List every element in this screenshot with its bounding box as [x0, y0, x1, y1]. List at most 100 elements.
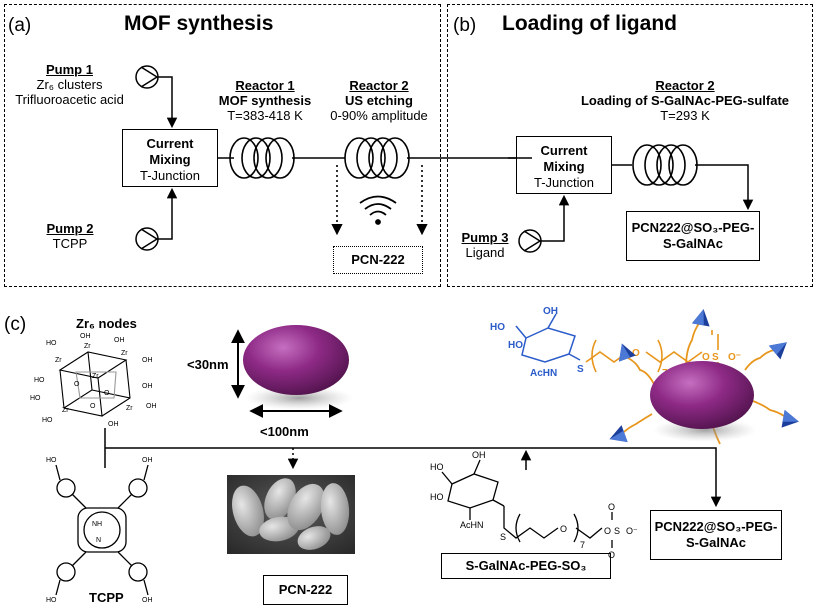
svg-text:OH: OH [146, 403, 157, 410]
mixer-a-line3: T-Junction [140, 168, 200, 183]
product-b-box: PCN222@SO₃-PEG- S-GalNAc [626, 211, 760, 261]
product-c-box: PCN222@SO₃-PEG- S-GalNAc [650, 510, 782, 560]
panel-b-letter: (b) [453, 15, 477, 36]
svg-text:O: O [608, 550, 615, 560]
svg-text:HO: HO [46, 457, 57, 464]
height-label: <30nm [187, 357, 229, 372]
mof-particle [243, 325, 349, 395]
pump2-title: Pump 2 [46, 221, 94, 236]
ligand-o1: O [632, 348, 640, 359]
ligand-structure-black: HO OH HO AcHN S O 7 O S O⁻ O O [430, 450, 638, 560]
pcn222-product-box: PCN-222 [333, 246, 423, 274]
ligand-o-minus: O⁻ [728, 352, 741, 363]
main-flow-line [105, 447, 722, 508]
reactor2-a-line2: 0-90% amplitude [330, 108, 428, 123]
mixer-a-line1: Current [146, 136, 194, 151]
reactor2-b-coil [632, 144, 698, 186]
ligand-so3: S [712, 352, 719, 363]
pump2-label: Pump 2 TCPP [30, 221, 110, 251]
reactor2-b-title: Reactor 2 [655, 78, 715, 93]
zr6-cluster-drawing: Zr Zr Zr Zr Zr Zr HO OH OH OH HO OH HO H… [30, 333, 157, 428]
svg-text:O: O [90, 403, 96, 410]
svg-text:Zr: Zr [84, 343, 91, 350]
panel-a-letter: (a) [8, 15, 32, 36]
product-c-line1: PCN222@SO₃-PEG- [654, 519, 778, 534]
mixer-b-line3: T-Junction [534, 175, 594, 190]
reactor1-line1: MOF synthesis [218, 93, 312, 108]
tcpp-label: TCPP [89, 590, 124, 605]
mixer-b-line1: Current [540, 143, 588, 158]
svg-text:O: O [104, 390, 110, 397]
svg-text:S: S [500, 532, 506, 542]
pump3-title: Pump 3 [461, 230, 509, 245]
panel-c-letter: (c) [4, 314, 27, 335]
svg-text:7: 7 [580, 540, 585, 550]
reactor2-b-line2: T=293 K [660, 108, 710, 123]
pump1-label: Pump 1 Zr₆ clusters Trifluoroacetic acid [12, 62, 127, 107]
zr-nodes-label: Zr₆ nodes [76, 316, 137, 331]
pump3-line [541, 194, 570, 242]
svg-text:Zr: Zr [55, 357, 62, 364]
svg-text:NH: NH [92, 521, 102, 528]
svg-text:Zr: Zr [126, 405, 133, 412]
svg-text:HO: HO [46, 597, 57, 604]
pump1-icon [135, 65, 159, 89]
svg-text:O: O [604, 526, 611, 536]
ligand-achn: AcHN [530, 368, 557, 379]
svg-text:O⁻: O⁻ [626, 526, 638, 536]
sem-image [227, 475, 355, 554]
svg-text:OH: OH [114, 337, 125, 344]
product-c-line2: S-GalNAc [686, 535, 746, 550]
tcpp-drawing: NH N HO OH HO OH [46, 457, 153, 604]
panel-b-frame [447, 4, 813, 287]
pump1-title: Pump 1 [46, 62, 93, 77]
svg-text:HO: HO [30, 395, 41, 402]
functionalized-particle [606, 307, 801, 448]
svg-text:OH: OH [108, 421, 119, 428]
reactor2-b-label: Reactor 2 Loading of S-GalNAc-PEG-sulfat… [560, 78, 810, 123]
svg-text:O: O [560, 524, 567, 534]
svg-text:HO: HO [430, 462, 444, 472]
pump3-icon [518, 229, 542, 253]
product-b-line2: S-GalNAc [663, 236, 723, 251]
pump3-label: Pump 3 Ligand [455, 230, 515, 260]
svg-text:Zr: Zr [121, 350, 128, 357]
svg-text:OH: OH [472, 450, 486, 460]
pump1-line1: Zr₆ clusters [36, 77, 103, 92]
svg-text:OH: OH [142, 597, 153, 604]
svg-text:S: S [614, 526, 620, 536]
reactor1-line2: T=383-418 K [227, 108, 303, 123]
svg-text:HO: HO [430, 492, 444, 502]
pump3-line1: Ligand [465, 245, 505, 260]
ligand-s: S [577, 364, 584, 375]
reactor1-coil [229, 137, 295, 179]
reactor2-b-out [695, 164, 754, 211]
ligand-label-box: S-GalNAc-PEG-SO₃ [441, 553, 611, 579]
svg-text:N: N [96, 537, 101, 544]
reactor1-title: Reactor 1 [235, 78, 295, 93]
svg-text:HO: HO [34, 377, 45, 384]
panel-a-frame [4, 4, 441, 287]
svg-text:Zr: Zr [62, 407, 69, 414]
svg-text:HO: HO [42, 417, 53, 424]
reactor2-a-title: Reactor 2 [349, 78, 409, 93]
ligand-ho2: HO [508, 340, 523, 351]
mixer-b-line2: Mixing [543, 159, 585, 174]
ligand-oh: OH [543, 306, 558, 317]
mixer-a-line2: Mixing [149, 152, 191, 167]
ultrasound-icon [359, 195, 397, 225]
reactor2-b-line1: Loading of S-GalNAc-PEG-sulfate [580, 93, 789, 108]
reactor1-label: Reactor 1 MOF synthesis T=383-418 K [215, 78, 315, 123]
svg-text:OH: OH [142, 383, 153, 390]
svg-text:OH: OH [142, 357, 153, 364]
ligand-o3: O [702, 352, 710, 363]
mixer-a: Current Mixing T-Junction [122, 129, 218, 187]
panel-a-title: MOF synthesis [124, 12, 274, 35]
svg-text:O: O [74, 381, 80, 388]
pump1-line2: Trifluoroacetic acid [15, 92, 124, 107]
svg-text:OH: OH [80, 333, 91, 340]
mixer-b: Current Mixing T-Junction [516, 136, 612, 194]
reactor2-a-label: Reactor 2 US etching 0-90% amplitude [322, 78, 436, 123]
